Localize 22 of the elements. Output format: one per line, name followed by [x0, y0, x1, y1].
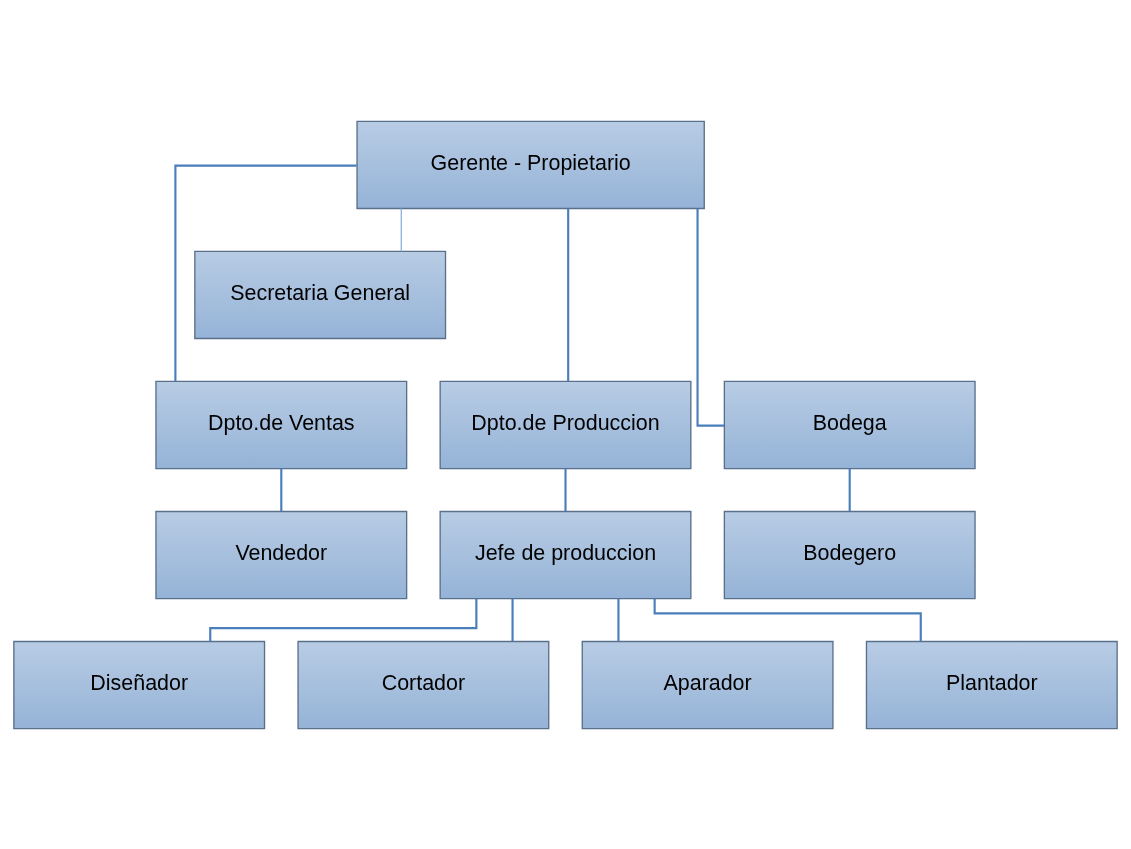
node-box: Aparador — [581, 640, 834, 729]
connector — [209, 598, 478, 641]
node-box: Dpto.de Produccion — [439, 380, 692, 469]
connector — [280, 468, 283, 511]
connector — [511, 598, 514, 641]
connector — [564, 468, 567, 511]
node-box: Plantador — [865, 640, 1118, 729]
node-box: Gerente - Propietario — [356, 120, 705, 209]
node-box: Bodega — [723, 380, 976, 469]
connector — [696, 208, 725, 427]
node-box: Cortador — [297, 640, 550, 729]
connector — [567, 208, 570, 381]
connector — [400, 207, 402, 252]
node-box: Dpto.de Ventas — [155, 380, 408, 469]
node-box: Secretaria General — [194, 250, 447, 339]
node-box: Jefe de produccion — [439, 510, 692, 599]
node-box: Bodegero — [723, 510, 976, 599]
connector — [848, 468, 851, 511]
node-box: Vendedor — [155, 510, 408, 599]
connector — [617, 598, 620, 641]
node-box: Diseñador — [13, 640, 266, 729]
connector — [174, 164, 357, 381]
